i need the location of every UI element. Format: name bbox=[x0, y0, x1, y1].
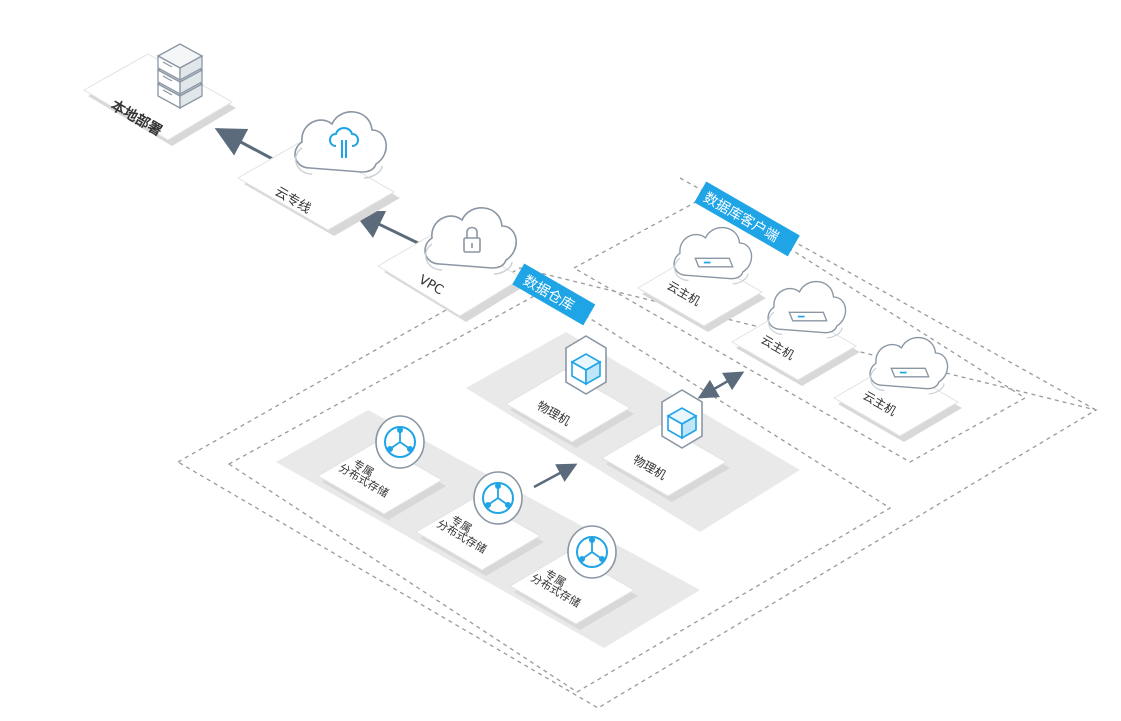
vpc-node: VPC bbox=[377, 207, 528, 322]
direct-connect-node: 云专线 bbox=[236, 111, 400, 236]
dedicated-storage-node: 专属 分布式存储 bbox=[415, 471, 545, 577]
dedicated-storage-node: 专属 分布式存储 bbox=[509, 525, 639, 631]
storage-icon bbox=[567, 525, 617, 579]
cloud-host-node: 云主机 bbox=[637, 226, 767, 333]
cloud-host-node: 云主机 bbox=[833, 336, 963, 443]
lock-icon bbox=[424, 207, 517, 275]
warehouse-region-border bbox=[227, 289, 892, 693]
physical-machine-icon bbox=[565, 335, 607, 395]
dedicated-storage-node: 专属 分布式存储 bbox=[317, 415, 447, 521]
outer-region-border bbox=[176, 267, 1098, 709]
storage-icon bbox=[375, 415, 425, 469]
cloud-host-icon bbox=[869, 336, 949, 395]
arrow-storage-to-physical bbox=[533, 463, 578, 489]
physical-machine-node: 物理机 bbox=[601, 389, 731, 503]
arrow-to-direct-connect bbox=[352, 210, 421, 246]
local-deploy-node: 本地部署 bbox=[83, 43, 236, 146]
cloud-host-node: 云主机 bbox=[731, 280, 861, 387]
physical-machine-icon bbox=[661, 389, 703, 449]
server-icon bbox=[156, 43, 204, 110]
data-warehouse-tag: 数据仓库 bbox=[512, 263, 596, 326]
storage-icon bbox=[473, 471, 523, 525]
cloud-connect-icon bbox=[294, 111, 387, 179]
arrow-physical-client bbox=[697, 371, 745, 399]
cloud-host-icon bbox=[767, 280, 847, 339]
cloud-host-icon bbox=[673, 226, 753, 285]
physical-machine-node: 物理机 bbox=[505, 335, 635, 449]
